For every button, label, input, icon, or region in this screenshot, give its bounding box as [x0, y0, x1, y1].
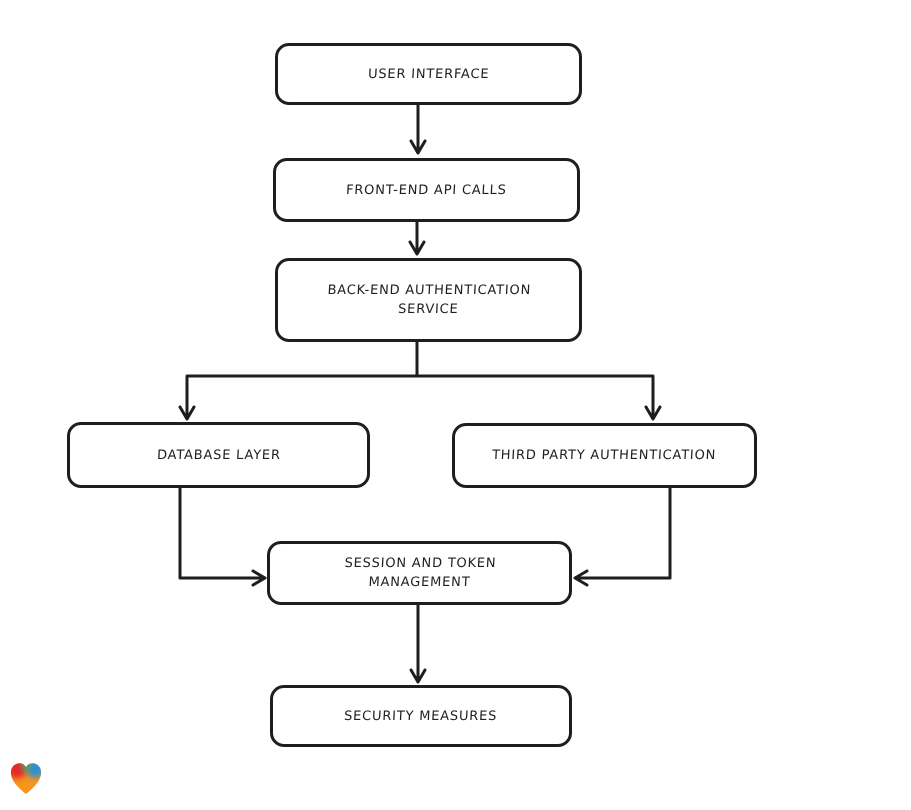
arrowhead-left-icon: [573, 569, 589, 587]
node-security-measures[interactable]: SECURITY MEASURES: [270, 685, 572, 747]
node-front-end-api-calls[interactable]: FRONT-END API CALLS: [273, 158, 580, 222]
node-label: SECURITY MEASURES: [344, 708, 498, 724]
edge-back-end-authentication-service-to-third-party-authentication[interactable]: [415, 374, 662, 421]
node-label: DATABASE LAYER: [156, 447, 281, 463]
node-label: SESSION AND TOKEN MANAGEMENT: [343, 556, 497, 590]
arrowhead-down-icon: [408, 240, 426, 256]
node-label: USER INTERFACE: [367, 66, 490, 82]
node-session-and-token-management[interactable]: SESSION AND TOKEN MANAGEMENT: [267, 541, 572, 605]
arrowhead-down-icon: [409, 139, 427, 155]
node-back-end-authentication-service[interactable]: BACK-END AUTHENTICATION SERVICE: [275, 258, 582, 342]
edge-session-and-token-management-to-security-measures[interactable]: [409, 603, 427, 684]
node-label: THIRD PARTY AUTHENTICATION: [492, 448, 717, 463]
arrowhead-down-icon: [178, 405, 196, 421]
node-label: FRONT-END API CALLS: [345, 182, 508, 198]
eraser-heart-logo-icon: [10, 763, 42, 795]
edge-front-end-api-calls-to-back-end-authentication-service[interactable]: [408, 220, 426, 256]
edge-database-layer-to-session-and-token-management[interactable]: [178, 486, 267, 587]
node-third-party-authentication[interactable]: THIRD PARTY AUTHENTICATION: [452, 423, 757, 488]
node-label: BACK-END AUTHENTICATION SERVICE: [326, 283, 532, 317]
edge-third-party-authentication-to-session-and-token-management[interactable]: [573, 486, 672, 587]
edge-back-end-authentication-service-to-database-layer[interactable]: [178, 340, 419, 421]
arrowhead-down-icon: [409, 668, 427, 684]
node-user-interface[interactable]: USER INTERFACE: [275, 43, 582, 105]
arrowhead-down-icon: [644, 405, 662, 421]
node-database-layer[interactable]: DATABASE LAYER: [67, 422, 370, 488]
arrowhead-right-icon: [251, 569, 267, 587]
edge-user-interface-to-front-end-api-calls[interactable]: [409, 103, 427, 155]
